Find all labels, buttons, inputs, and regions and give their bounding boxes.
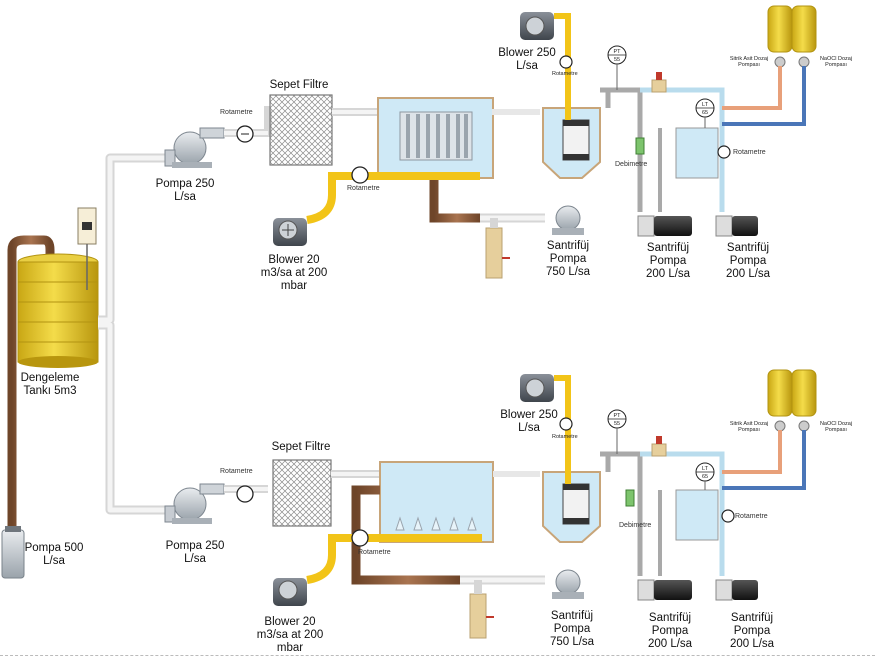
top-acid-tank-icon	[767, 5, 817, 68]
top-rotameter-feed-label: Rotametre	[220, 109, 253, 116]
top-backwash-pump-label: Santrifüj Pompa 200 L/sa	[725, 242, 771, 280]
top-treatment-train	[164, 5, 817, 279]
top-backwash-pump-icon	[715, 215, 758, 237]
bottom-backwash-pump-icon	[715, 579, 758, 601]
top-feed-pump-label: Pompa 250 L/sa	[155, 178, 215, 203]
bottom-pt-value: 55	[613, 421, 621, 427]
balance-tank-icon	[17, 253, 99, 368]
bottom-rotameter-right-icon	[721, 509, 735, 523]
top-rotameter-blower-icon	[351, 166, 369, 184]
top-centrifugal-pump-icon	[552, 205, 584, 235]
bottom-lt-gauge-icon	[695, 462, 715, 490]
bottom-pt-tag: PT	[613, 413, 621, 419]
bottom-pt-gauge-icon	[607, 409, 627, 454]
top-pt-gauge-icon	[607, 45, 627, 90]
top-blower-large-icon	[520, 12, 554, 40]
balance-tank-label: Dengeleme Tankı 5m3	[20, 372, 80, 397]
bottom-naocl-pump-label: NaOCl Dozaj Pompası	[819, 421, 853, 433]
sump-pump-icon	[1, 526, 25, 579]
top-lt-value: 65	[701, 110, 709, 116]
bottom-backwash-pump-label: Santrifüj Pompa 200 L/sa	[729, 612, 775, 650]
top-lt-gauge-icon	[695, 98, 715, 128]
bottom-clarifier-icon	[542, 471, 601, 543]
bottom-blower-small-icon	[273, 578, 307, 606]
bottom-clean-tank-icon	[675, 489, 719, 541]
bottom-blower-large-label: Blower 250 L/sa	[500, 409, 558, 434]
bottom-centrifugal-pump-label: Santrifüj Pompa 750 L/sa	[549, 610, 595, 648]
bottom-lt-tag: LT	[701, 466, 708, 472]
top-permeate-pump-icon	[637, 215, 692, 237]
top-valve-icon	[651, 72, 667, 93]
bottom-acid-pump-label: Sitrik Asit Dozaj Pompası	[729, 421, 769, 433]
top-basket-filter-icon	[269, 94, 333, 166]
top-naocl-pump-label: NaOCl Dozaj Pompası	[819, 56, 853, 68]
bottom-rotameter-right-label: Rotametre	[735, 513, 768, 520]
bottom-rotameter-blower-large-label: Rotametre	[552, 434, 578, 440]
bottom-rotameter-blower-label: Rotametre	[358, 549, 391, 556]
bottom-permeate-pump-label: Santrifüj Pompa 200 L/sa	[647, 612, 693, 650]
bottom-blower-large-icon	[520, 374, 554, 402]
sump-pump-label: Pompa 500 L/sa	[24, 542, 84, 567]
top-pt-tag: PT	[613, 49, 621, 55]
top-blower-small-label: Blower 20 m3/sa at 200 mbar	[260, 254, 328, 292]
bottom-flowmeter-icon	[625, 489, 635, 507]
top-basket-filter-label: Sepet Filtre	[269, 79, 329, 91]
top-acid-pump-label: Sitrik Asit Dozaj Pompası	[729, 56, 769, 68]
top-flowmeter-icon	[635, 137, 645, 155]
level-sensor-icon	[77, 207, 97, 290]
top-drain-valve-icon	[485, 218, 510, 279]
bottom-acid-tank-icon	[767, 369, 817, 432]
top-clean-tank-icon	[675, 127, 719, 179]
bottom-rotameter-blower-large-icon	[559, 417, 573, 431]
top-blower-small-icon	[273, 218, 307, 246]
top-permeate-pump-label: Santrifüj Pompa 200 L/sa	[645, 242, 691, 280]
top-feed-pump-icon	[164, 127, 225, 168]
bottom-basket-filter-icon	[272, 459, 332, 527]
sump-riser-pipe	[7, 235, 55, 540]
bottom-membrane-basin-icon	[379, 461, 494, 543]
bottom-permeate-pump-icon	[637, 579, 692, 601]
top-lt-tag: LT	[701, 102, 708, 108]
top-pt-value: 55	[613, 57, 621, 63]
bottom-rotameter-feed-label: Rotametre	[220, 468, 253, 475]
bottom-drain-valve-icon	[469, 580, 494, 639]
page-bottom-dashed-rule	[0, 655, 875, 656]
bottom-treatment-train	[164, 369, 817, 639]
bottom-feed-pump-icon	[164, 483, 225, 524]
top-rotameter-blower-label: Rotametre	[347, 185, 380, 192]
top-blower-large-label: Blower 250 L/sa	[498, 47, 556, 72]
top-rotameter-feed-icon	[236, 125, 254, 143]
bottom-valve-icon	[651, 436, 667, 457]
top-rotameter-right-label: Rotametre	[733, 149, 766, 156]
top-rotameter-right-icon	[717, 145, 731, 159]
bottom-rotameter-feed-icon	[236, 485, 254, 503]
top-centrifugal-pump-label: Santrifüj Pompa 750 L/sa	[545, 240, 591, 278]
top-flowmeter-label: Debimetre	[615, 161, 648, 168]
top-rotameter-blower-large-icon	[559, 55, 573, 69]
top-rotameter-blower-large-label: Rotametre	[552, 71, 578, 77]
top-membrane-basin-icon	[377, 97, 494, 179]
bottom-basket-filter-label: Sepet Filtre	[271, 441, 331, 453]
bottom-centrifugal-pump-icon	[552, 569, 584, 599]
bottom-rotameter-blower-icon	[351, 529, 369, 547]
bottom-lt-value: 65	[701, 474, 709, 480]
top-clarifier-icon	[542, 107, 601, 179]
bottom-flowmeter-label: Debimetre	[619, 522, 652, 529]
bottom-blower-small-label: Blower 20 m3/sa at 200 mbar	[256, 616, 324, 654]
bottom-feed-pump-label: Pompa 250 L/sa	[165, 540, 225, 565]
